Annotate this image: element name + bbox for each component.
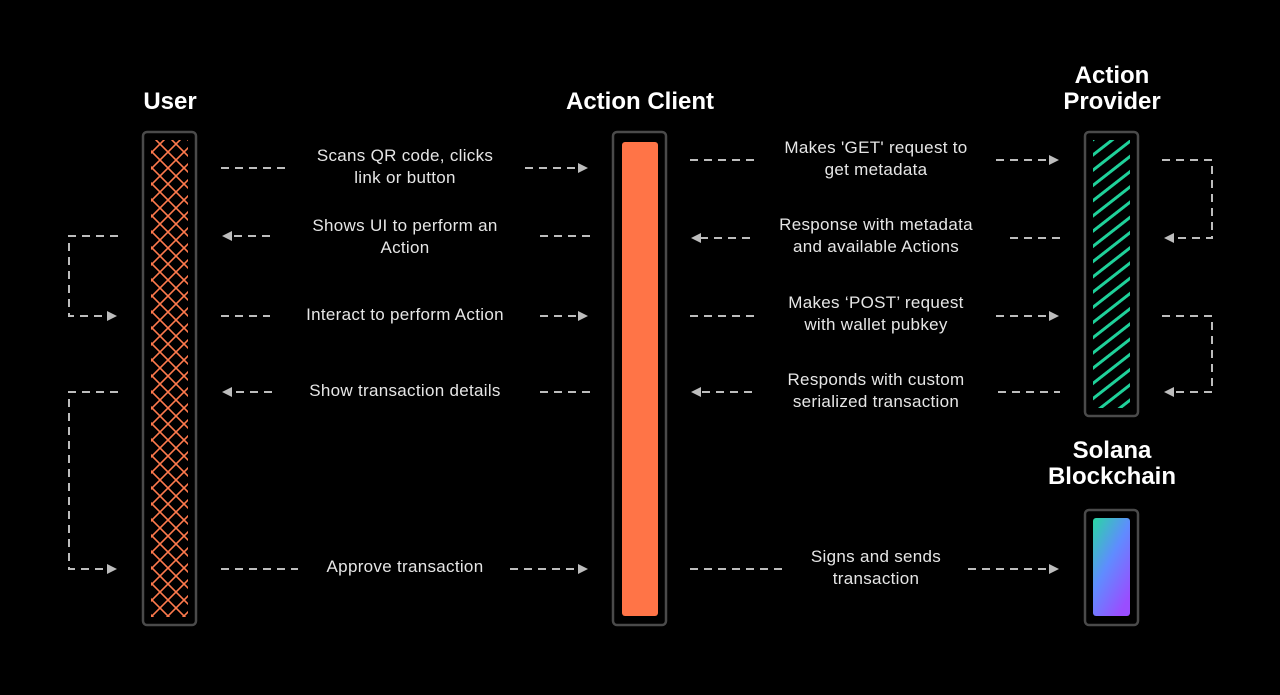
user-loop-2	[68, 391, 118, 574]
message-line: Show transaction details	[309, 381, 501, 400]
provider-title-line-2: Provider	[1063, 88, 1161, 115]
message-interact: Interact to perform Action	[275, 304, 535, 326]
chain-title-line-2: Blockchain	[1047, 463, 1177, 490]
client-lifeline	[611, 130, 668, 627]
message-line: transaction	[832, 569, 920, 588]
chain-title-line-1: Solana	[1072, 437, 1152, 464]
message-line: Responds with custom	[787, 370, 965, 389]
message-line: Makes 'GET' request to	[784, 138, 968, 157]
provider-lifeline	[1083, 130, 1140, 418]
user-client-arrows	[68, 163, 590, 574]
provider-loop-2	[1162, 315, 1213, 397]
client-provider-arrows	[690, 155, 1213, 574]
message-get-request: Makes 'GET' request to get metadata	[756, 137, 996, 181]
message-line: link or button	[354, 168, 456, 187]
message-line: Response with metadata	[779, 215, 973, 234]
message-metadata-response: Response with metadata and available Act…	[756, 214, 996, 258]
message-line: Scans QR code, clicks	[316, 146, 494, 165]
message-line: and available Actions	[792, 237, 960, 256]
message-shows-ui: Shows UI to perform an Action	[285, 215, 525, 259]
client-title: Action Client	[566, 88, 714, 115]
message-post-request: Makes ‘POST’ request with wallet pubkey	[756, 292, 996, 336]
message-line: Approve transaction	[326, 557, 484, 576]
message-show-details: Show transaction details	[285, 380, 525, 402]
message-line: Makes ‘POST’ request	[788, 293, 964, 312]
message-line: serialized transaction	[792, 392, 960, 411]
user-loop-1	[68, 235, 118, 321]
message-line: Action	[380, 238, 430, 257]
provider-title-line-1: Action	[1074, 62, 1150, 89]
message-line: Signs and sends	[810, 547, 942, 566]
chain-title: Solana Blockchain	[1020, 438, 1204, 490]
user-lifeline	[141, 130, 198, 627]
message-scan-qr: Scans QR code, clicks link or button	[285, 145, 525, 189]
message-line: Interact to perform Action	[306, 305, 504, 324]
message-approve: Approve transaction	[285, 556, 525, 578]
user-title: User	[143, 88, 197, 115]
message-line: with wallet pubkey	[804, 315, 948, 334]
provider-loop-1	[1162, 159, 1213, 243]
message-line: Shows UI to perform an	[312, 216, 498, 235]
message-signs-sends: Signs and sends transaction	[756, 546, 996, 590]
message-line: get metadata	[824, 160, 928, 179]
chain-lifeline	[1083, 508, 1140, 627]
provider-title: Action Provider	[1030, 63, 1194, 115]
message-serialized-tx: Responds with custom serialized transact…	[756, 369, 996, 413]
